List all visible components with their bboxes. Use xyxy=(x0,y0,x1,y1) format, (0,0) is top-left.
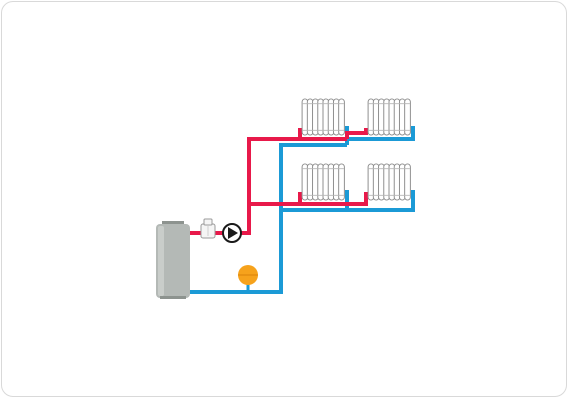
radiator-upper-left xyxy=(301,98,345,136)
radiator-icon xyxy=(301,98,345,136)
supply-lower-branch xyxy=(249,192,368,206)
boiler-icon xyxy=(156,221,190,299)
radiator-icon xyxy=(301,163,345,201)
return-pipes xyxy=(188,126,415,294)
return-lower-branch xyxy=(281,190,415,212)
mixing-valve-icon xyxy=(200,218,216,239)
supply-upper-branch xyxy=(298,128,368,139)
radiator-upper-right xyxy=(367,98,411,136)
radiator-icon xyxy=(367,98,411,136)
radiator-lower-right xyxy=(367,163,411,201)
radiator-lower-left xyxy=(301,163,345,201)
radiator-icon xyxy=(367,163,411,201)
return-main-pipe xyxy=(188,143,347,294)
circulation-pump-icon xyxy=(222,223,242,243)
expansion-vessel-icon xyxy=(238,265,258,292)
